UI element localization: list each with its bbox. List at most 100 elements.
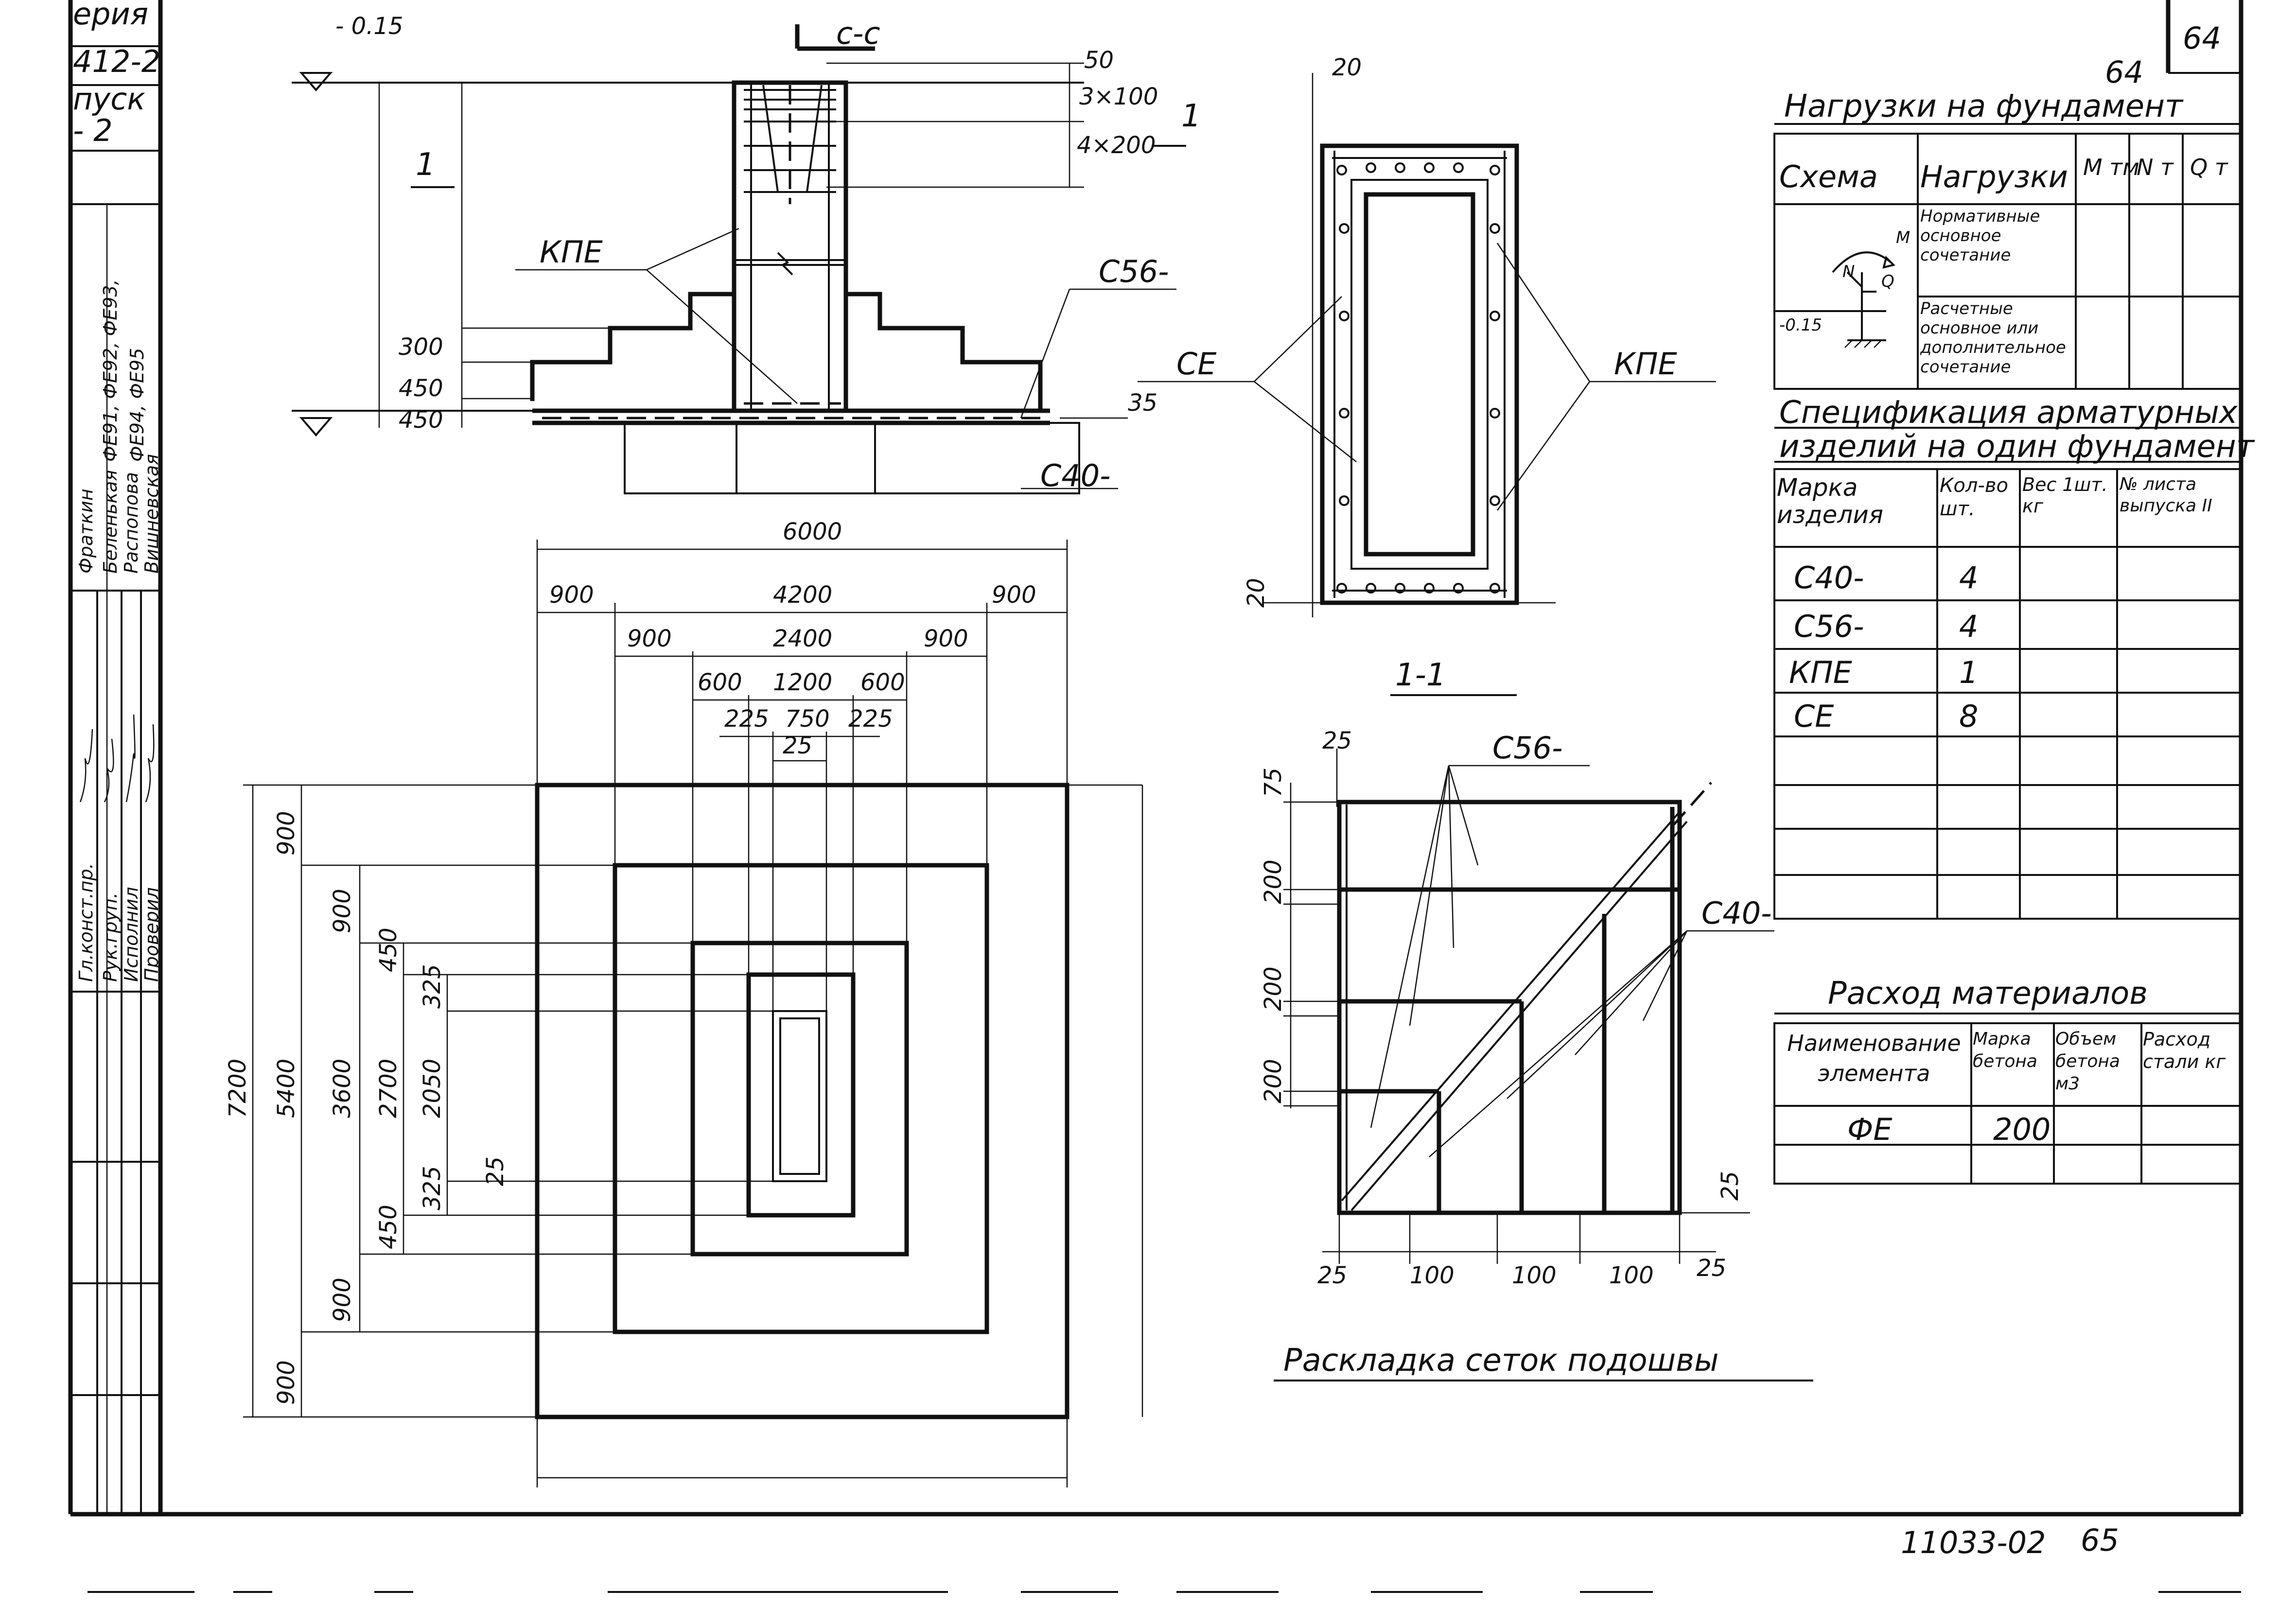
dim-1200: 1200 (773, 669, 832, 696)
dim-v-450-b: 450 (375, 1205, 402, 1249)
codes-line2: ФЕ94, ФЕ95 (126, 348, 148, 462)
column-void (1364, 192, 1475, 557)
role-3: Исполнил (121, 887, 142, 982)
loads-row-design: Расчетные основное или дополнительное со… (1920, 299, 2066, 377)
spec-row-2-qty: 4 (1959, 609, 1978, 644)
dim-2050: 2050 (419, 1059, 446, 1118)
mesh-dim-75: 75 (1260, 768, 1287, 797)
dim-50: 50 (1084, 47, 1114, 74)
dim-6000: 6000 (783, 518, 842, 545)
plan-column (746, 972, 856, 1218)
dim-600-b: 600 (860, 669, 905, 696)
loads-header-q: Q т (2190, 154, 2228, 180)
spec-row-2-mark: С56- (1794, 609, 1864, 644)
mesh-outline (1337, 800, 1682, 1215)
loads-row-normative: Нормативные основное сочетание (1920, 207, 2040, 265)
kpe-cage (1350, 179, 1489, 570)
dim-4200: 4200 (773, 581, 832, 609)
scheme-n: N (1842, 262, 1855, 281)
spec-header-qty: Кол-во шт. (1940, 474, 2008, 520)
label-c40: С40- (1040, 458, 1111, 493)
mesh-label-c40: С40- (1701, 895, 1772, 931)
name-2: Беленькая (100, 470, 121, 574)
materials-table: Расход материалов Наименование элемента … (1773, 976, 2242, 1185)
section-cc: с-с - 0.15 (292, 13, 1201, 494)
dim-600-a: 600 (698, 669, 742, 696)
mesh-dim-25-right: 25 (1697, 1255, 1726, 1282)
dim-v-325-a: 325 (419, 964, 446, 1009)
section-11: 20 20 (1138, 54, 1716, 696)
dim-7200: 7200 (224, 1059, 251, 1118)
level-marker-bottom (299, 417, 333, 437)
label-c56: С56- (1099, 254, 1169, 289)
role-2: Рук.груп. (100, 892, 121, 982)
dim-v-900-d: 900 (273, 1360, 300, 1405)
dim-v-25: 25 (482, 1156, 509, 1186)
signature-1 (79, 729, 93, 803)
level-marker-top (299, 72, 333, 92)
loads-title: Нагрузки на фундамент (1784, 88, 2184, 124)
dim-900-b: 900 (992, 581, 1036, 609)
label-kpe-11: КПЕ (1614, 346, 1678, 382)
dim-900-c: 900 (627, 625, 672, 652)
dim-450b: 450 (399, 406, 443, 434)
codes-line1: ФЕ91, ФЕ92, ФЕ93, (100, 279, 121, 462)
mesh-dim-25-side: 25 (1717, 1171, 1744, 1201)
plan-view: 6000 900 4200 900 900 2400 900 600 1200 … (224, 518, 1143, 1487)
materials-header-name: Наименование элемента (1787, 1030, 1961, 1086)
mesh-dim-200-c: 200 (1260, 1059, 1287, 1103)
scheme-level: -0.15 (1779, 315, 1822, 335)
spec-row-1-mark: С40- (1794, 560, 1864, 595)
loads-header-scheme: Схема (1779, 159, 1878, 194)
mesh-dim-200-a: 200 (1260, 859, 1287, 904)
spec-header-weight: Вес 1шт. кг (2022, 474, 2108, 517)
series-value: 412-2 (73, 44, 160, 79)
materials-header-steel: Расход стали кг (2143, 1029, 2226, 1072)
loads-header-n: N т (2137, 154, 2174, 180)
role-4: Проверил (141, 887, 162, 982)
break-lines (734, 259, 846, 266)
spec-grid (1773, 468, 2242, 920)
dim-2400: 2400 (773, 625, 832, 652)
spec-title-2: изделий на один фундамент (1779, 429, 2255, 465)
cut-mark-left: 1 (416, 147, 436, 183)
dim-20-top: 20 (1332, 54, 1362, 81)
load-scheme-icon: M N Q -0.15 (1774, 228, 1910, 348)
dim-225-b: 225 (848, 705, 893, 733)
name-4: Вишневская (141, 454, 162, 574)
column-section (1320, 143, 1519, 605)
signature-4 (145, 724, 155, 803)
anchor-loop (762, 85, 823, 193)
cut-mark-right: 1 (1181, 98, 1201, 134)
scheme-m: M (1896, 228, 1910, 247)
dim-v-450-a: 450 (375, 927, 402, 972)
plan-step-3 (690, 941, 909, 1257)
dim-v-325-b: 325 (419, 1166, 446, 1210)
page-number-corner: 64 (2183, 20, 2221, 56)
mesh-dim-25-left: 25 (1317, 1262, 1347, 1289)
dim-450a: 450 (399, 375, 443, 402)
dim-v-900-c: 900 (329, 1277, 356, 1322)
spec-row-3-qty: 1 (1959, 655, 1978, 690)
plan-step-2 (613, 863, 989, 1334)
plan-column-void (772, 1010, 827, 1182)
dim-300: 300 (399, 333, 443, 361)
dim-35: 35 (1128, 389, 1157, 417)
scheme-q: Q (1881, 272, 1894, 291)
spec-row-3-mark: КПЕ (1789, 655, 1853, 690)
name-1: Фраткин (75, 489, 97, 574)
footer: 11033-02 65 (88, 1522, 2241, 1593)
spec-row-1-qty: 4 (1959, 560, 1978, 595)
dim-25-top: 25 (783, 732, 812, 759)
spec-row-4-mark: СЕ (1794, 699, 1834, 734)
spec-header-sheet: № листа выпуска II (2120, 474, 2212, 516)
base-blocks (624, 422, 1080, 494)
mesh-dim-100-a: 100 (1410, 1262, 1455, 1289)
dim-3600: 3600 (329, 1059, 356, 1118)
level-top: - 0.15 (335, 13, 403, 40)
section-cc-title: с-с (836, 16, 880, 51)
mesh-title: Раскладка сеток подошвы (1283, 1343, 1718, 1379)
section-11-title: 1-1 (1395, 657, 1446, 693)
sheet-frame (68, 0, 2243, 1517)
